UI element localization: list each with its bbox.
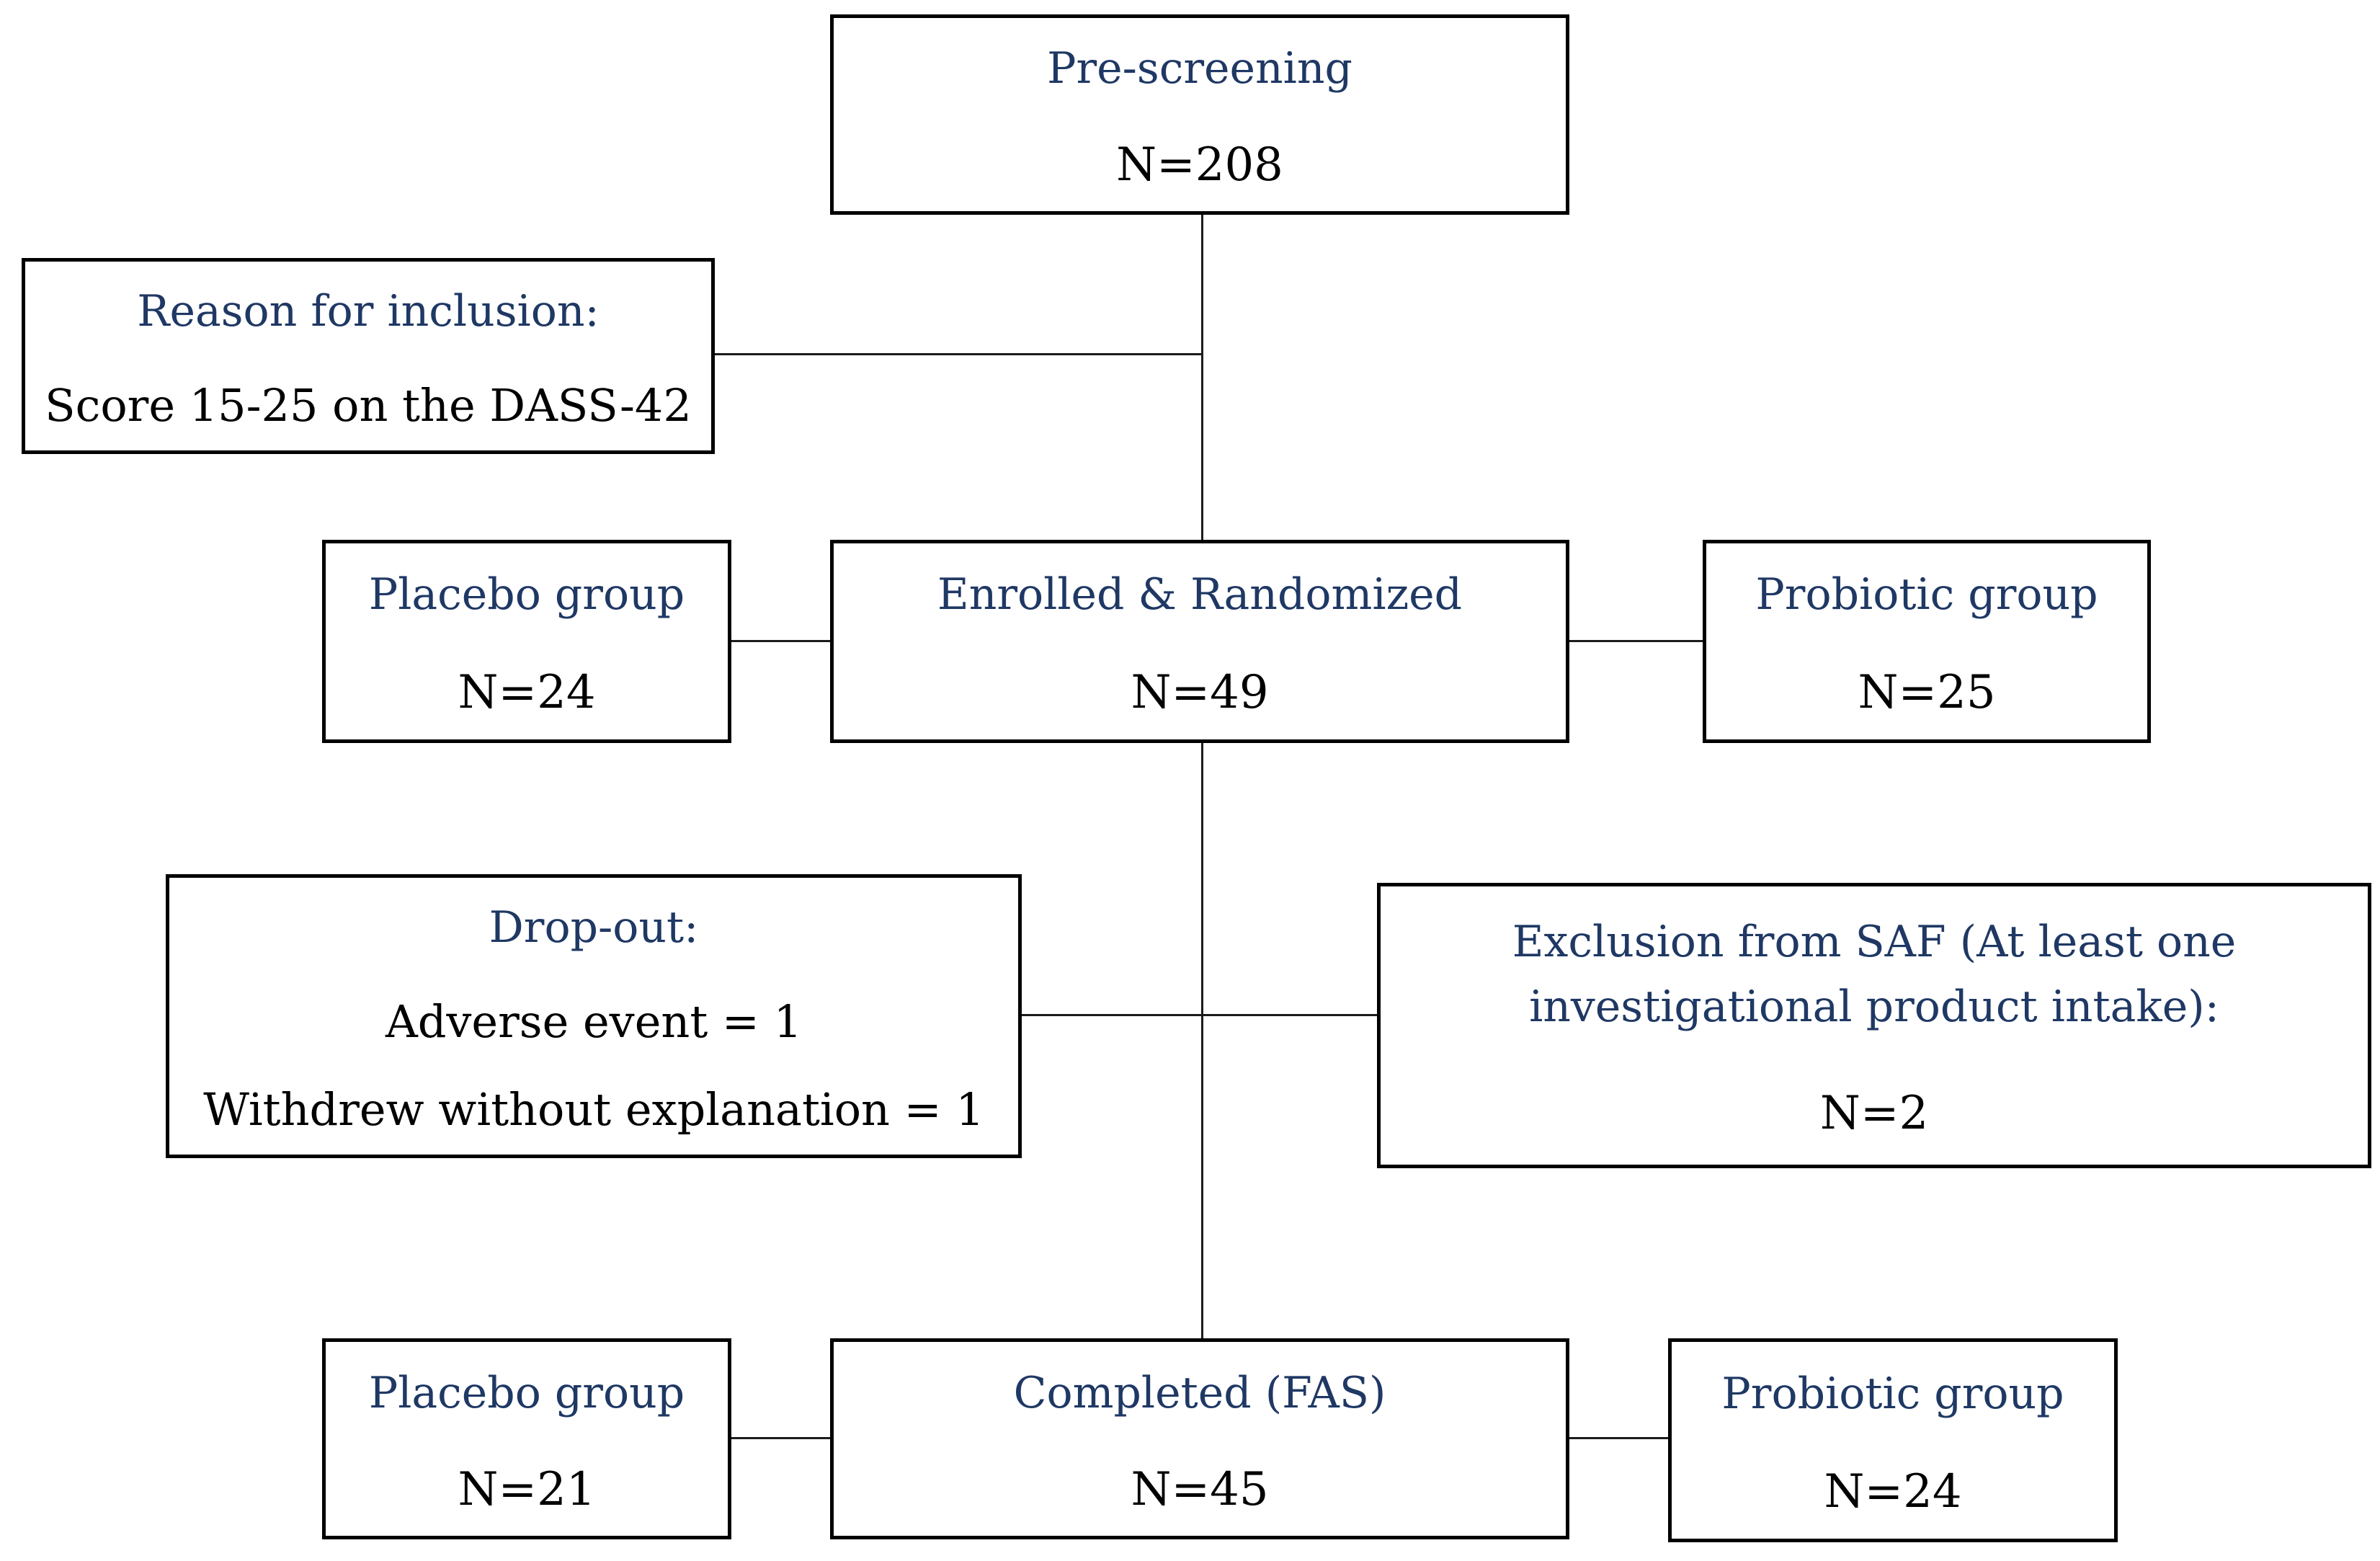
placebo-group-completed-title: Placebo group	[368, 1367, 685, 1418]
probiotic-group-completed-box: Probiotic group N=24	[1668, 1338, 2118, 1542]
enrolled-randomized-title: Enrolled & Randomized	[937, 569, 1463, 621]
placebo-group-randomized-count: N=24	[458, 665, 596, 719]
connector-enrolled-to-completed	[1201, 743, 1203, 1338]
reason-for-inclusion-title: Reason for inclusion:	[137, 286, 600, 337]
exclusion-from-saf-box: Exclusion from SAF (At least one investi…	[1377, 883, 2371, 1168]
enrolled-randomized-count: N=49	[1131, 665, 1269, 719]
exclusion-from-saf-count: N=2	[1819, 1086, 1929, 1140]
completed-fas-title: Completed (FAS)	[1013, 1367, 1386, 1418]
enrolled-randomized-box: Enrolled & Randomized N=49	[830, 540, 1569, 743]
drop-out-reason-withdrew: Withdrew without explanation = 1	[203, 1083, 984, 1137]
connector-placebo-randomized-branch	[731, 640, 830, 642]
connector-probiotic-completed-branch	[1569, 1437, 1668, 1439]
drop-out-title: Drop-out:	[489, 902, 699, 953]
probiotic-group-completed-title: Probiotic group	[1721, 1368, 2064, 1419]
pre-screening-box: Pre-screening N=208	[830, 14, 1569, 215]
completed-fas-box: Completed (FAS) N=45	[830, 1338, 1569, 1539]
connector-placebo-completed-branch	[731, 1437, 830, 1439]
probiotic-group-randomized-title: Probiotic group	[1755, 569, 2098, 621]
placebo-group-randomized-box: Placebo group N=24	[322, 540, 731, 743]
drop-out-reason-adverse-event: Adverse event = 1	[385, 995, 803, 1048]
reason-for-inclusion-box: Reason for inclusion: Score 15-25 on the…	[22, 258, 715, 454]
connector-reason-branch	[715, 353, 1203, 355]
connector-probiotic-randomized-branch	[1569, 640, 1703, 642]
connector-dropout-exclusion-branch	[1022, 1014, 1377, 1016]
probiotic-group-completed-count: N=24	[1824, 1464, 1962, 1518]
completed-fas-count: N=45	[1131, 1462, 1269, 1516]
probiotic-group-randomized-box: Probiotic group N=25	[1703, 540, 2151, 743]
placebo-group-randomized-title: Placebo group	[368, 569, 685, 621]
exclusion-from-saf-title: Exclusion from SAF (At least one investi…	[1512, 917, 2237, 1033]
probiotic-group-randomized-count: N=25	[1858, 665, 1996, 719]
pre-screening-count: N=208	[1116, 138, 1283, 192]
reason-for-inclusion-detail: Score 15-25 on the DASS-42	[45, 379, 692, 432]
pre-screening-title: Pre-screening	[1047, 43, 1352, 94]
placebo-group-completed-box: Placebo group N=21	[322, 1338, 731, 1539]
placebo-group-completed-count: N=21	[458, 1462, 596, 1516]
drop-out-box: Drop-out: Adverse event = 1 Withdrew wit…	[166, 874, 1022, 1158]
connector-prescreening-to-enrolled	[1201, 215, 1203, 540]
